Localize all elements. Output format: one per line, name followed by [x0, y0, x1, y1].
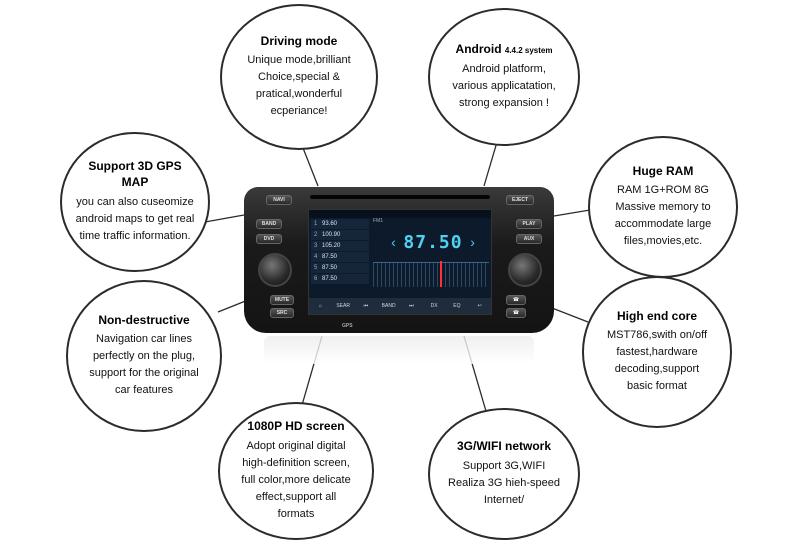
bubble-line: accommodate large: [614, 218, 712, 231]
band-button[interactable]: BAND: [256, 219, 282, 229]
bubble-line: effect,support all: [255, 490, 337, 503]
call-button[interactable]: ☎: [506, 295, 526, 305]
bubble-line: Navigation car lines: [96, 333, 192, 346]
bubble-title: Non-destructive: [98, 312, 190, 327]
play-button[interactable]: PLAY: [516, 219, 542, 229]
gps-label: GPS: [342, 323, 353, 329]
eject-button[interactable]: EJECT: [506, 195, 534, 205]
preset-item[interactable]: 2 100.90: [311, 230, 369, 240]
bubble-non-destructive: Non-destructive Navigation car lines per…: [66, 280, 222, 432]
bubble-line: Choice,special &: [258, 71, 340, 84]
bubble-line: car features: [114, 384, 174, 397]
disc-slot: [310, 195, 490, 199]
bubble-line: pratical,wonderful: [255, 88, 343, 101]
bubble-title: Huge RAM: [632, 163, 694, 178]
preset-frequency: 87.50: [322, 254, 338, 260]
bubble-line: RAM 1G+ROM 8G: [617, 184, 709, 197]
dvd-button[interactable]: DVD: [256, 234, 282, 244]
bubble-line: Android platform,: [462, 62, 546, 75]
bubble-gps-map: Support 3D GPS MAP you can also cuseomiz…: [60, 132, 210, 272]
bubble-line: formats: [277, 507, 315, 520]
bubble-line: time traffic information.: [79, 229, 191, 242]
bubble-line: MST786,swith on/off: [606, 329, 708, 342]
dx-button[interactable]: DX: [430, 303, 438, 309]
mute-button[interactable]: MUTE: [270, 295, 294, 305]
unit-reflection: [264, 336, 534, 364]
band-label: FM1: [373, 218, 383, 224]
preset-item[interactable]: 3 105.20: [311, 241, 369, 251]
bubble-line: Support 3G,WIFI: [462, 459, 546, 472]
chevron-right-icon[interactable]: ›: [470, 234, 475, 250]
bubble-line: full color,more delicate: [241, 473, 351, 486]
eq-button[interactable]: EQ: [453, 303, 461, 309]
bubble-hd-screen: 1080P HD screen Adopt original digital h…: [218, 402, 374, 540]
volume-knob[interactable]: [258, 253, 292, 287]
home-icon[interactable]: ⌂: [318, 303, 322, 309]
bubble-line: fastest,hardware: [616, 346, 698, 359]
previous-icon[interactable]: ⏮: [363, 303, 369, 309]
bubble-line: high-definition screen,: [242, 456, 350, 469]
screen-nav-bar: ⌂ SEAR ⏮ BAND ⏭ DX EQ ↩: [309, 298, 491, 314]
bubble-line: Internet/: [483, 493, 525, 506]
bubble-line: support for the original: [89, 367, 199, 380]
navi-button[interactable]: NAVI: [266, 195, 292, 205]
bubble-line: basic format: [627, 380, 687, 393]
src-button[interactable]: SRC: [270, 308, 294, 318]
bubble-line: android maps to get real: [75, 212, 195, 225]
bubble-driving-mode: Driving mode Unique mode,brilliant Choic…: [220, 4, 378, 150]
chevron-left-icon[interactable]: ‹: [391, 234, 396, 250]
bubble-line: Unique mode,brilliant: [247, 54, 351, 67]
band-nav-button[interactable]: BAND: [381, 303, 396, 309]
aux-button[interactable]: AUX: [516, 234, 542, 244]
preset-frequency: 93.60: [322, 221, 338, 227]
bubble-title: 1080P HD screen: [247, 419, 345, 434]
tune-knob[interactable]: [508, 253, 542, 287]
bubble-title: Driving mode: [260, 33, 338, 48]
bubble-line: Realiza 3G hieh-speed: [448, 476, 560, 489]
tuning-scale[interactable]: [373, 261, 489, 287]
bubble-high-end-core: High end core MST786,swith on/off fastes…: [582, 276, 732, 428]
next-icon[interactable]: ⏭: [409, 303, 414, 309]
tuning-needle: [440, 261, 443, 287]
bubble-title: High end core: [616, 308, 697, 323]
bubble-line: perfectly on the plug,: [92, 350, 196, 363]
bubble-line: various applicatation,: [452, 79, 556, 92]
frequency-display: ‹ 87.50 ›: [379, 231, 487, 253]
preset-number: 3: [314, 243, 318, 249]
bubble-title: Android 4.4.2 system: [455, 42, 553, 57]
preset-frequency: 87.50: [322, 276, 338, 282]
bubble-title: Support 3D GPS MAP: [88, 159, 182, 189]
preset-frequency: 87.50: [322, 265, 338, 271]
bubble-title: 3G/WIFI network: [456, 439, 551, 454]
bubble-line: ecperiance!: [270, 105, 328, 118]
preset-number: 1: [314, 221, 318, 227]
status-bar: [309, 210, 491, 218]
search-button[interactable]: SEAR: [336, 303, 350, 309]
bubble-line: strong expansion !: [459, 96, 549, 109]
bubble-line: Massive memory to: [615, 201, 711, 214]
bubble-line: decoding,support: [614, 363, 700, 376]
preset-number: 4: [314, 254, 318, 260]
preset-frequency: 100.90: [322, 232, 341, 238]
preset-frequency: 105.20: [322, 243, 341, 249]
bubble-line: Adopt original digital: [246, 439, 346, 452]
hangup-button[interactable]: ☎: [506, 308, 526, 318]
car-head-unit: NAVI BAND DVD MUTE SRC EJECT PLAY AUX ☎ …: [244, 187, 554, 333]
back-icon[interactable]: ↩: [477, 303, 482, 309]
bubble-huge-ram: Huge RAM RAM 1G+ROM 8G Massive memory to…: [588, 136, 738, 278]
bubble-android: Android 4.4.2 system Android platform, v…: [428, 8, 580, 146]
preset-number: 6: [314, 276, 318, 282]
bubble-wifi: 3G/WIFI network Support 3G,WIFI Realiza …: [428, 408, 580, 540]
bubble-line: you can also cuseomize: [76, 195, 194, 208]
preset-number: 2: [314, 232, 318, 238]
bubble-line: files,movies,etc.: [623, 235, 703, 248]
current-frequency: 87.50: [403, 231, 463, 253]
preset-number: 5: [314, 265, 318, 271]
